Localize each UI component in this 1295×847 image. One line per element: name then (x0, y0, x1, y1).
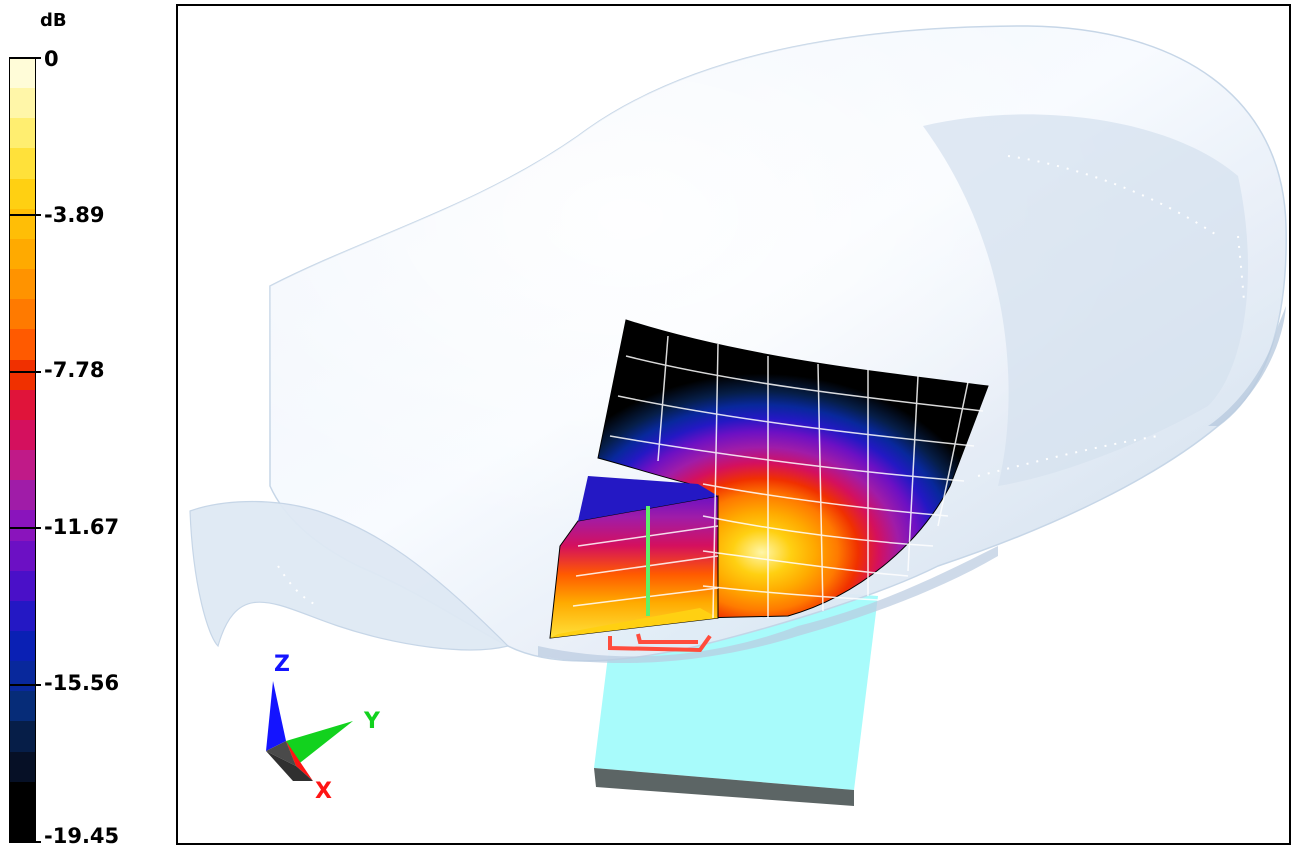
colorbar-band (10, 88, 35, 119)
colorbar-band (10, 329, 35, 360)
colorbar-tick (9, 684, 41, 687)
axis-label-z: Z (274, 652, 290, 677)
colorbar-band (10, 781, 35, 812)
colorbar-label-5: -19.45 (44, 824, 120, 847)
radiation-pattern-surface (549, 319, 989, 653)
vehicle-hull (189, 25, 1287, 664)
colorbar-band (10, 480, 35, 511)
colorbar-tick (9, 841, 41, 843)
colorbar-band (10, 570, 35, 601)
axis-triad: Z Y X (266, 652, 381, 804)
colorbar-band (10, 691, 35, 722)
colorbar-label-4: -15.56 (44, 671, 120, 695)
colorbar-band (10, 661, 35, 692)
colorbar-band (10, 600, 35, 631)
colorbar-band (10, 299, 35, 330)
scene-canvas[interactable]: Z Y X (178, 6, 1289, 843)
colorbar-scale (9, 57, 36, 843)
colorbar-band (10, 389, 35, 420)
colorbar-tick (9, 370, 41, 373)
colorbar-tick (9, 527, 41, 530)
colorbar-band (10, 58, 35, 89)
colorbar-tick (9, 57, 41, 59)
colorbar-band (10, 118, 35, 149)
colorbar-band (10, 269, 35, 300)
colorbar-band (10, 148, 35, 179)
3d-viewport[interactable]: Z Y X (176, 4, 1291, 845)
colorbar-band (10, 721, 35, 752)
colorbar-band (10, 238, 35, 270)
colorbar-band (10, 540, 35, 571)
colorbar-unit-label: dB (40, 10, 67, 31)
colorbar-label-0: 0 (44, 47, 59, 71)
axis-label-y: Y (363, 709, 381, 734)
colorbar-label-3: -11.67 (44, 515, 120, 539)
colorbar-band (10, 419, 35, 451)
colorbar-band (10, 811, 35, 843)
colorbar-band (10, 450, 35, 481)
colorbar-band (10, 630, 35, 662)
axis-label-x: X (315, 779, 332, 804)
colorbar-band (10, 178, 35, 209)
colorbar-label-2: -7.78 (44, 358, 105, 382)
colorbar-band (10, 359, 35, 390)
colorbar-label-1: -3.89 (44, 203, 105, 227)
colorbar-band (10, 510, 35, 541)
colorbar-tick (9, 213, 41, 216)
colorbar-band (10, 751, 35, 782)
